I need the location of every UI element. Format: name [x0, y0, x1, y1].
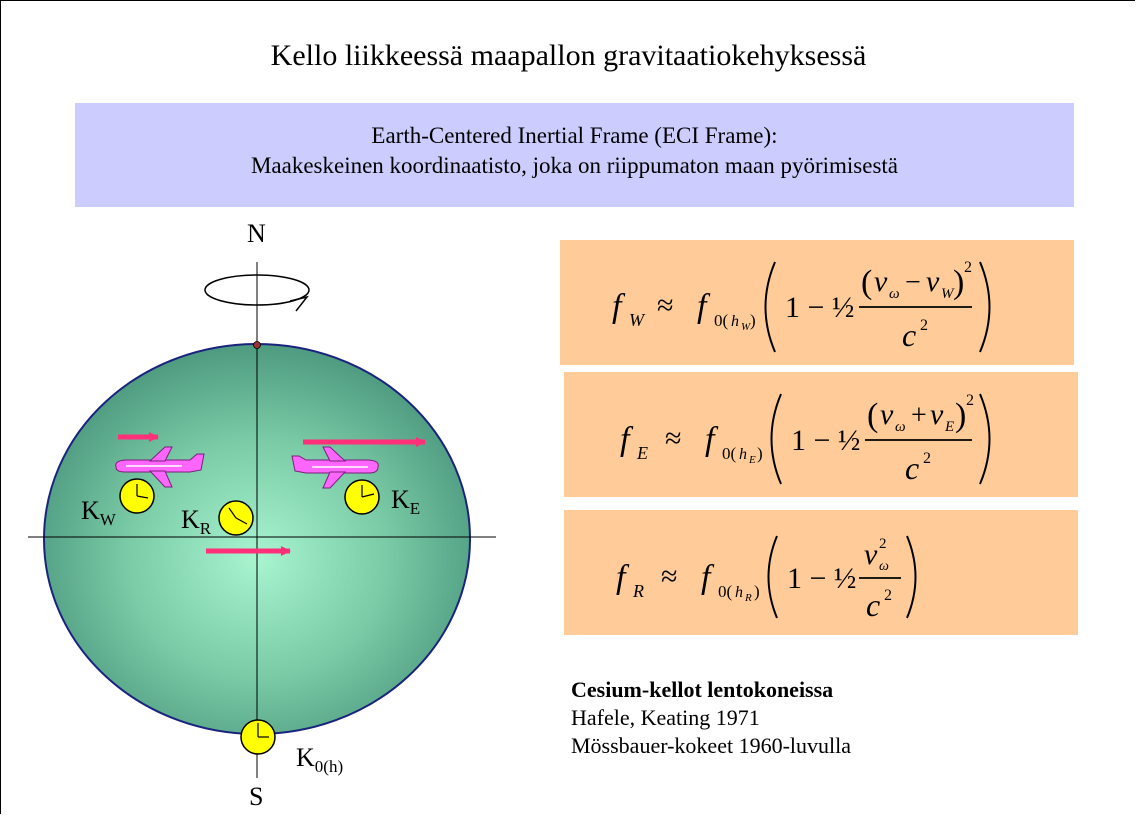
svg-text:ω: ω — [895, 419, 906, 435]
svg-text:f: f — [620, 421, 634, 458]
formula-east: f E ≈ f 0( h E ) 1 − ½ ( v ω + v E ) 2 c… — [620, 392, 991, 486]
clock-west-label: KW — [81, 496, 116, 529]
clock-rest-icon — [218, 500, 254, 536]
svg-text:E: E — [636, 443, 648, 463]
clock-ground-icon — [240, 719, 276, 755]
svg-text:ω: ω — [889, 286, 900, 302]
svg-text:): ) — [750, 311, 756, 330]
svg-text:E: E — [944, 419, 954, 435]
experiment-notes: Cesium-kellot lentokoneissa Hafele, Keat… — [571, 676, 851, 760]
formula-rest: f R ≈ f 0( h R ) 1 − ½ v ω 2 c 2 — [616, 535, 917, 623]
clock-east-icon — [344, 479, 380, 515]
eastbound-plane-icon — [291, 446, 379, 489]
svg-text:2: 2 — [920, 317, 928, 334]
rotation-arrow-icon — [204, 274, 310, 312]
svg-text:f: f — [701, 559, 715, 596]
svg-text:): ) — [757, 444, 763, 463]
svg-text:2: 2 — [884, 587, 892, 604]
north-label: N — [247, 219, 266, 248]
svg-text:v: v — [930, 398, 944, 431]
svg-text:0(: 0( — [714, 311, 729, 330]
south-label: S — [249, 782, 264, 811]
svg-text:≈: ≈ — [665, 422, 681, 455]
formula-rest-box: f R ≈ f 0( h R ) 1 − ½ v ω 2 c 2 — [564, 510, 1078, 635]
svg-text:2: 2 — [923, 450, 931, 467]
svg-text:): ) — [754, 582, 760, 601]
svg-text:W: W — [941, 286, 955, 302]
svg-text:h: h — [735, 584, 743, 601]
svg-text:h: h — [731, 313, 739, 330]
notes-line-2: Mössbauer-kokeet 1960-luvulla — [571, 733, 851, 758]
svg-text:v: v — [880, 398, 894, 431]
svg-text:): ) — [953, 264, 964, 301]
svg-text:R: R — [744, 592, 752, 604]
svg-text:c: c — [905, 450, 919, 486]
clock-ground-label: K0(h) — [296, 743, 344, 776]
svg-text:2: 2 — [964, 259, 972, 276]
eci-line-1: Earth-Centered Inertial Frame (ECI Frame… — [371, 123, 778, 148]
svg-text:f: f — [697, 288, 711, 325]
svg-text:≈: ≈ — [657, 289, 673, 322]
eci-line-2: Maakeskeinen koordinaatisto, joka on rii… — [250, 153, 899, 178]
svg-text:ω: ω — [879, 559, 889, 574]
svg-text:R: R — [632, 581, 644, 601]
svg-text:c: c — [866, 587, 880, 623]
formula-west: f W ≈ f 0( h W ) 1 − ½ ( v ω − v W ) 2 c… — [612, 259, 991, 353]
clock-rest-label: KR — [181, 505, 212, 538]
svg-text:0(: 0( — [722, 444, 737, 463]
svg-text:f: f — [705, 421, 719, 458]
svg-text:v: v — [874, 265, 888, 298]
svg-text:f: f — [612, 288, 626, 325]
svg-text:): ) — [955, 397, 966, 434]
formula-west-box: f W ≈ f 0( h W ) 1 − ½ ( v ω − v W ) 2 c… — [560, 240, 1074, 365]
eci-frame-box: Earth-Centered Inertial Frame (ECI Frame… — [75, 103, 1074, 207]
svg-text:v: v — [864, 538, 878, 571]
clock-west-icon — [119, 478, 155, 514]
svg-text:f: f — [616, 559, 630, 596]
svg-text:1 − ½: 1 − ½ — [791, 424, 860, 457]
svg-text:2: 2 — [966, 392, 974, 409]
slide-title: Kello liikkeessä maapallon gravitaatioke… — [270, 39, 867, 72]
svg-text:(: ( — [861, 264, 872, 301]
svg-text:W: W — [741, 321, 751, 333]
svg-text:(: ( — [867, 397, 878, 434]
svg-text:W: W — [629, 310, 646, 330]
clock-east-label: KE — [391, 485, 421, 518]
svg-text:0(: 0( — [718, 582, 733, 601]
svg-text:+: + — [911, 400, 927, 431]
svg-text:E: E — [748, 454, 756, 466]
svg-text:−: − — [905, 267, 921, 298]
svg-text:c: c — [902, 317, 916, 353]
formula-east-box: f E ≈ f 0( h E ) 1 − ½ ( v ω + v E ) 2 c… — [564, 372, 1078, 497]
notes-heading: Cesium-kellot lentokoneissa — [571, 677, 834, 702]
svg-text:v: v — [926, 265, 940, 298]
svg-text:1 − ½: 1 − ½ — [787, 562, 856, 595]
svg-text:≈: ≈ — [661, 560, 677, 593]
notes-line-1: Hafele, Keating 1971 — [571, 705, 760, 730]
svg-text:2: 2 — [879, 536, 887, 552]
svg-text:1 − ½: 1 − ½ — [785, 291, 854, 324]
svg-text:h: h — [739, 446, 747, 463]
north-pole-dot — [253, 341, 261, 349]
westbound-plane-icon — [115, 446, 205, 488]
